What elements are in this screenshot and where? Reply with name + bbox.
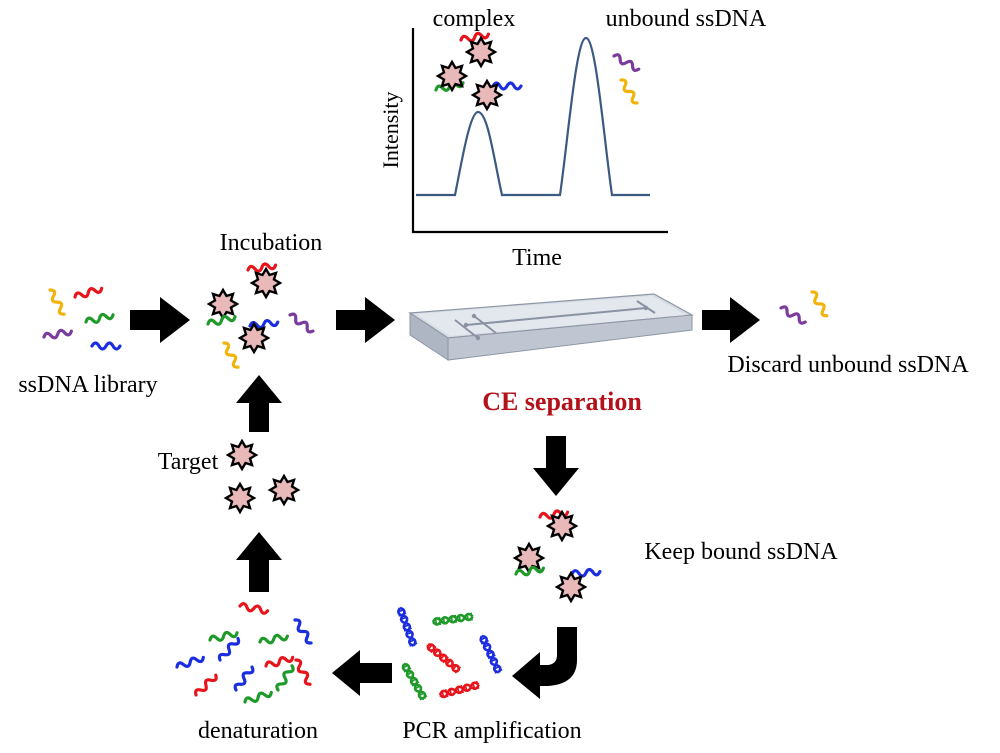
x-axis-label: Time xyxy=(512,245,562,271)
unbound-strand-icons xyxy=(610,51,642,107)
curved-arrow-icon xyxy=(512,627,577,699)
electropherogram: Intensity Time complex unbound ssDNA xyxy=(378,6,767,271)
library-label: ssDNA library xyxy=(18,372,157,398)
discarded-strands xyxy=(777,288,831,327)
unbound-label: unbound ssDNA xyxy=(606,6,767,32)
ce-chip-icon xyxy=(408,293,694,361)
chart-axes xyxy=(411,28,668,234)
arrow-right-icon xyxy=(336,297,395,343)
denaturation-label: denaturation xyxy=(198,718,318,744)
complex-icons xyxy=(433,29,523,111)
pcr-label: PCR amplification xyxy=(402,718,581,744)
bound-complexes xyxy=(513,507,602,603)
arrow-left-icon xyxy=(332,650,392,696)
keep-label: Keep bound ssDNA xyxy=(644,539,838,565)
incubation-mixture xyxy=(205,260,317,371)
incubation-label: Incubation xyxy=(220,230,323,256)
arrow-right-icon xyxy=(130,297,190,343)
discard-label: Discard unbound ssDNA xyxy=(727,352,969,378)
target-label: Target xyxy=(158,449,219,475)
pcr-products xyxy=(394,605,504,702)
arrows xyxy=(130,297,760,699)
complex-label: complex xyxy=(433,6,516,32)
ssdna-library xyxy=(41,283,122,351)
arrow-up-icon xyxy=(236,532,282,592)
arrow-right-icon xyxy=(702,297,760,343)
arrow-down-icon xyxy=(533,436,579,496)
arrow-up-icon xyxy=(236,375,282,432)
chart-trace xyxy=(416,36,650,197)
targets xyxy=(224,439,300,514)
y-axis-label: Intensity xyxy=(378,92,403,169)
ce-separation-title: CE separation xyxy=(482,387,642,416)
denatured-strands xyxy=(174,601,316,707)
